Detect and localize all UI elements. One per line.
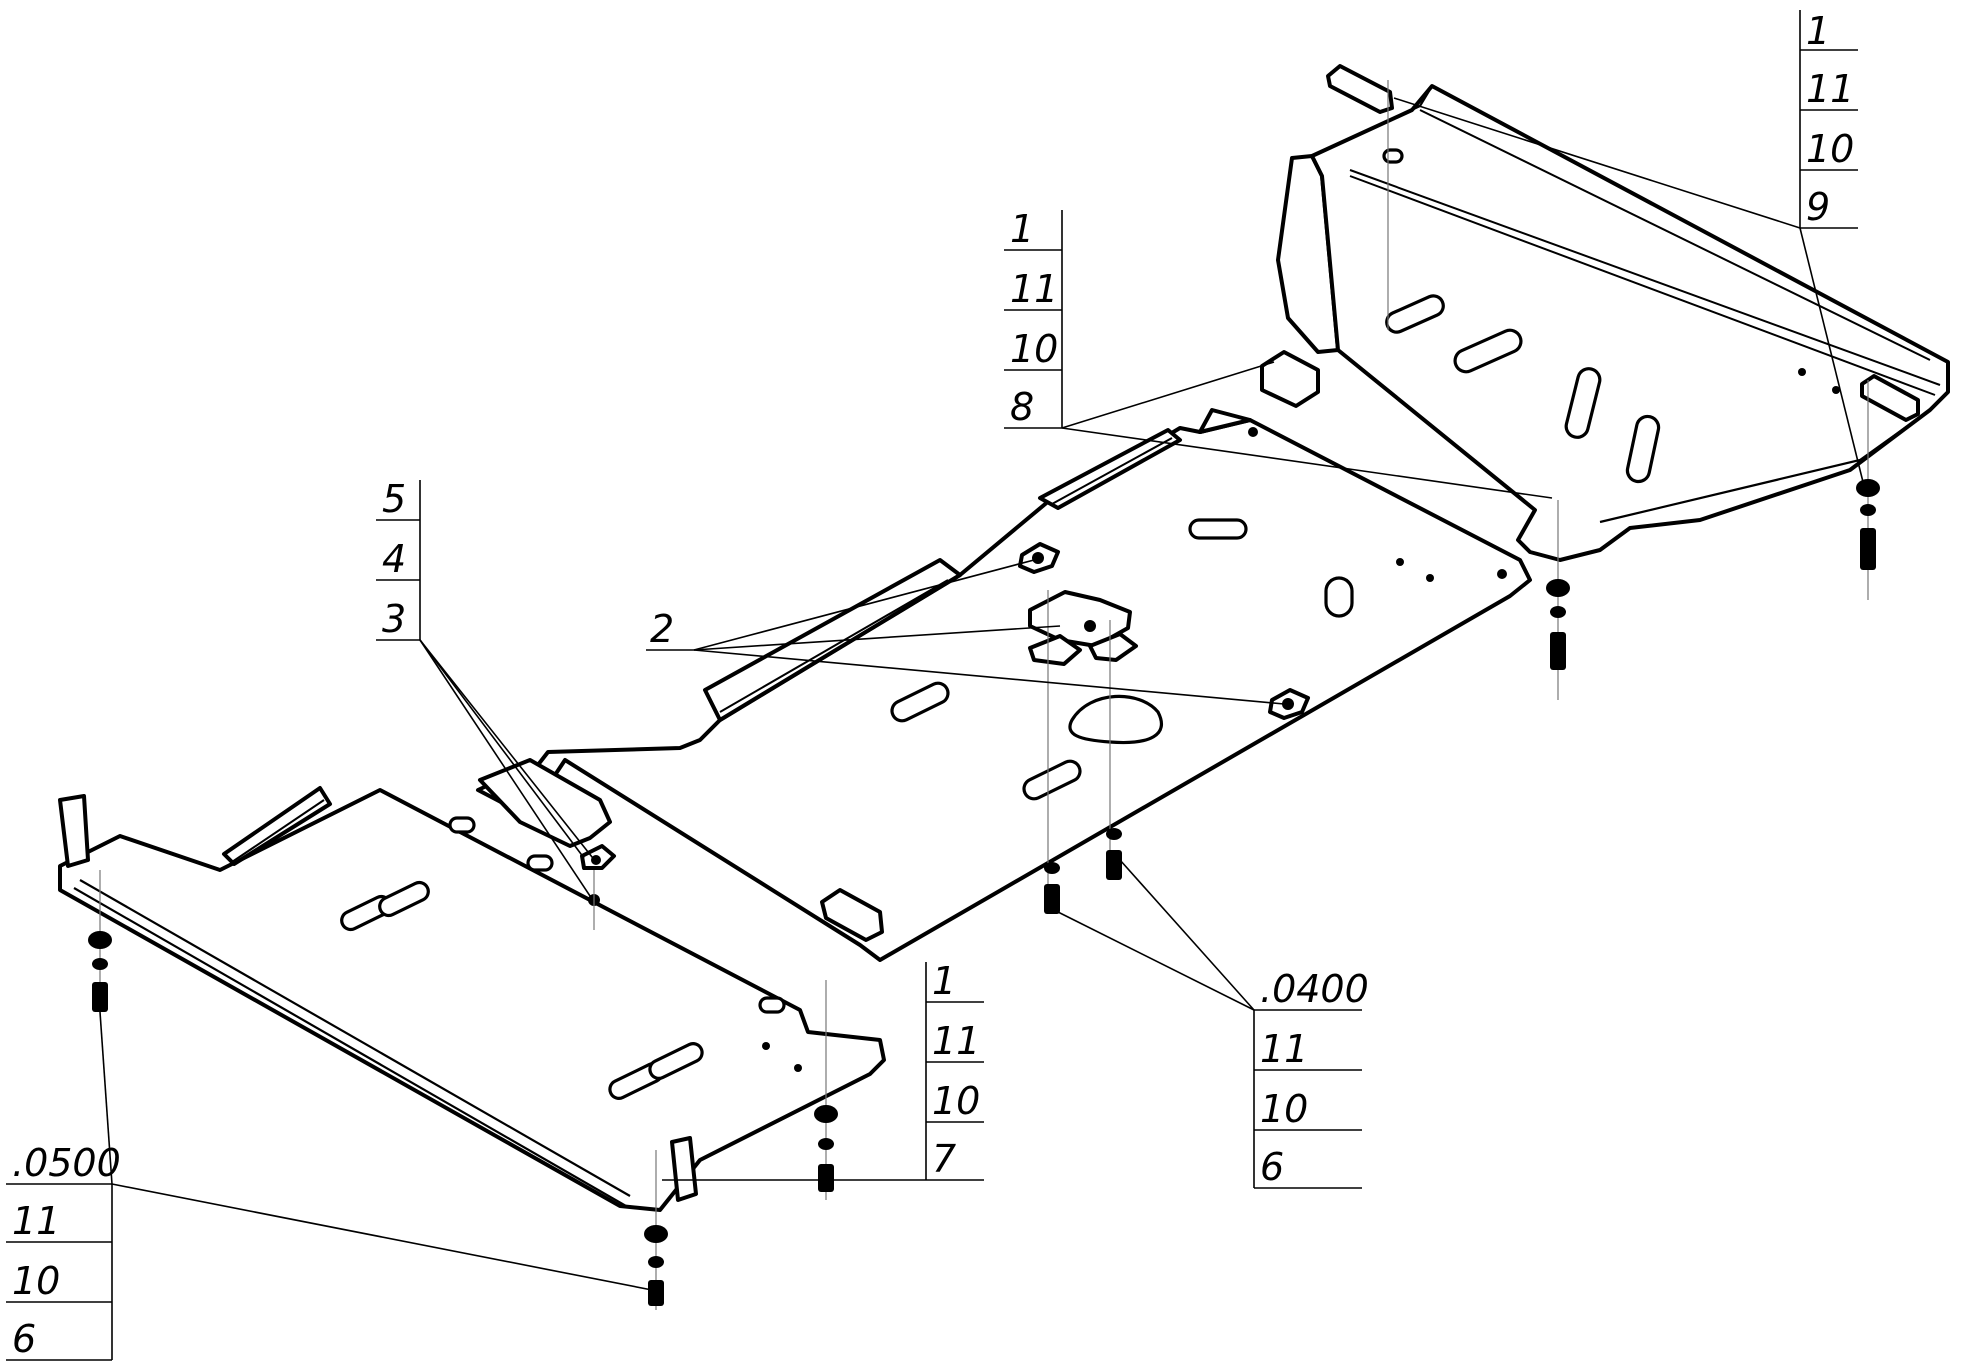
middle-plate-access-hole [1068, 694, 1164, 745]
callout-rear-top: 1 11 10 9 [1393, 9, 1865, 487]
rear-bracket-top [1326, 64, 1394, 114]
callout-clips: 5 4 3 [376, 477, 597, 897]
callout-mid-top-row-2: 11 [1010, 267, 1058, 311]
callout-center-bolts-row-1: .0400 [1260, 967, 1369, 1011]
clip-nut-right [1268, 688, 1310, 720]
callout-front-right-row-2: 11 [932, 1019, 980, 1063]
middle-plate-flange [703, 558, 962, 722]
front-skid-plate [58, 758, 886, 1212]
middle-skid-plate [476, 408, 1532, 962]
callout-center-bolts-row-2: 11 [1260, 1027, 1308, 1071]
callout-mid-top-row-4: 8 [1010, 385, 1034, 429]
callout-front-left-row-4: 6 [12, 1317, 36, 1361]
callout-center-bolts-row-3: 10 [1260, 1087, 1308, 1131]
callout-front-right-row-4: 7 [932, 1137, 956, 1181]
fastener-center-left [1044, 862, 1060, 914]
callout-center-bolts: .0400 11 10 6 [1057, 859, 1369, 1189]
callout-front-right: 1 11 10 7 [662, 959, 984, 1181]
front-bracket-right [670, 1136, 698, 1202]
fastener-rear-left [1546, 579, 1570, 670]
callout-rear-top-row-4: 9 [1806, 185, 1830, 229]
callout-front-left-row-2: 11 [12, 1199, 60, 1243]
callout-mid-top: 1 11 10 8 [1004, 207, 1553, 499]
callout-clips-row-3: 3 [382, 597, 406, 641]
fastener-rear-right [1856, 479, 1880, 570]
fastener-front-bottom [644, 1225, 668, 1306]
callout-rear-top-row-2: 11 [1806, 67, 1854, 111]
rear-bracket-left [1260, 350, 1320, 408]
callout-front-right-row-1: 1 [932, 959, 956, 1003]
callout-mid-top-row-3: 10 [1010, 327, 1058, 371]
fastener-center-right [1106, 828, 1122, 880]
callout-mid-top-row-1: 1 [1010, 207, 1034, 251]
callout-front-right-row-3: 10 [932, 1079, 980, 1123]
callout-front-left: .0500 11 10 6 [6, 1011, 653, 1361]
callout-rear-top-row-1: 1 [1806, 9, 1830, 53]
rear-bracket-right [1860, 374, 1920, 422]
callout-center-bolts-row-4: 6 [1260, 1145, 1284, 1189]
front-bracket-left [58, 794, 90, 868]
callout-front-left-row-1: .0500 [12, 1141, 121, 1185]
callout-rear-top-row-3: 10 [1806, 127, 1854, 171]
center-bracket [1028, 590, 1138, 666]
callout-front-left-row-3: 10 [12, 1259, 60, 1303]
rear-skid-plate [1260, 64, 1950, 562]
callout-clips-row-1: 5 [382, 477, 406, 521]
fastener-front-right [814, 1105, 838, 1192]
callout-clips-row-2: 4 [382, 537, 406, 581]
fastener-front-left [88, 931, 112, 1012]
clip-nut-left [1018, 542, 1060, 574]
callout-nuts-row-1: 2 [650, 607, 674, 651]
callout-nuts: 2 [646, 559, 1285, 705]
